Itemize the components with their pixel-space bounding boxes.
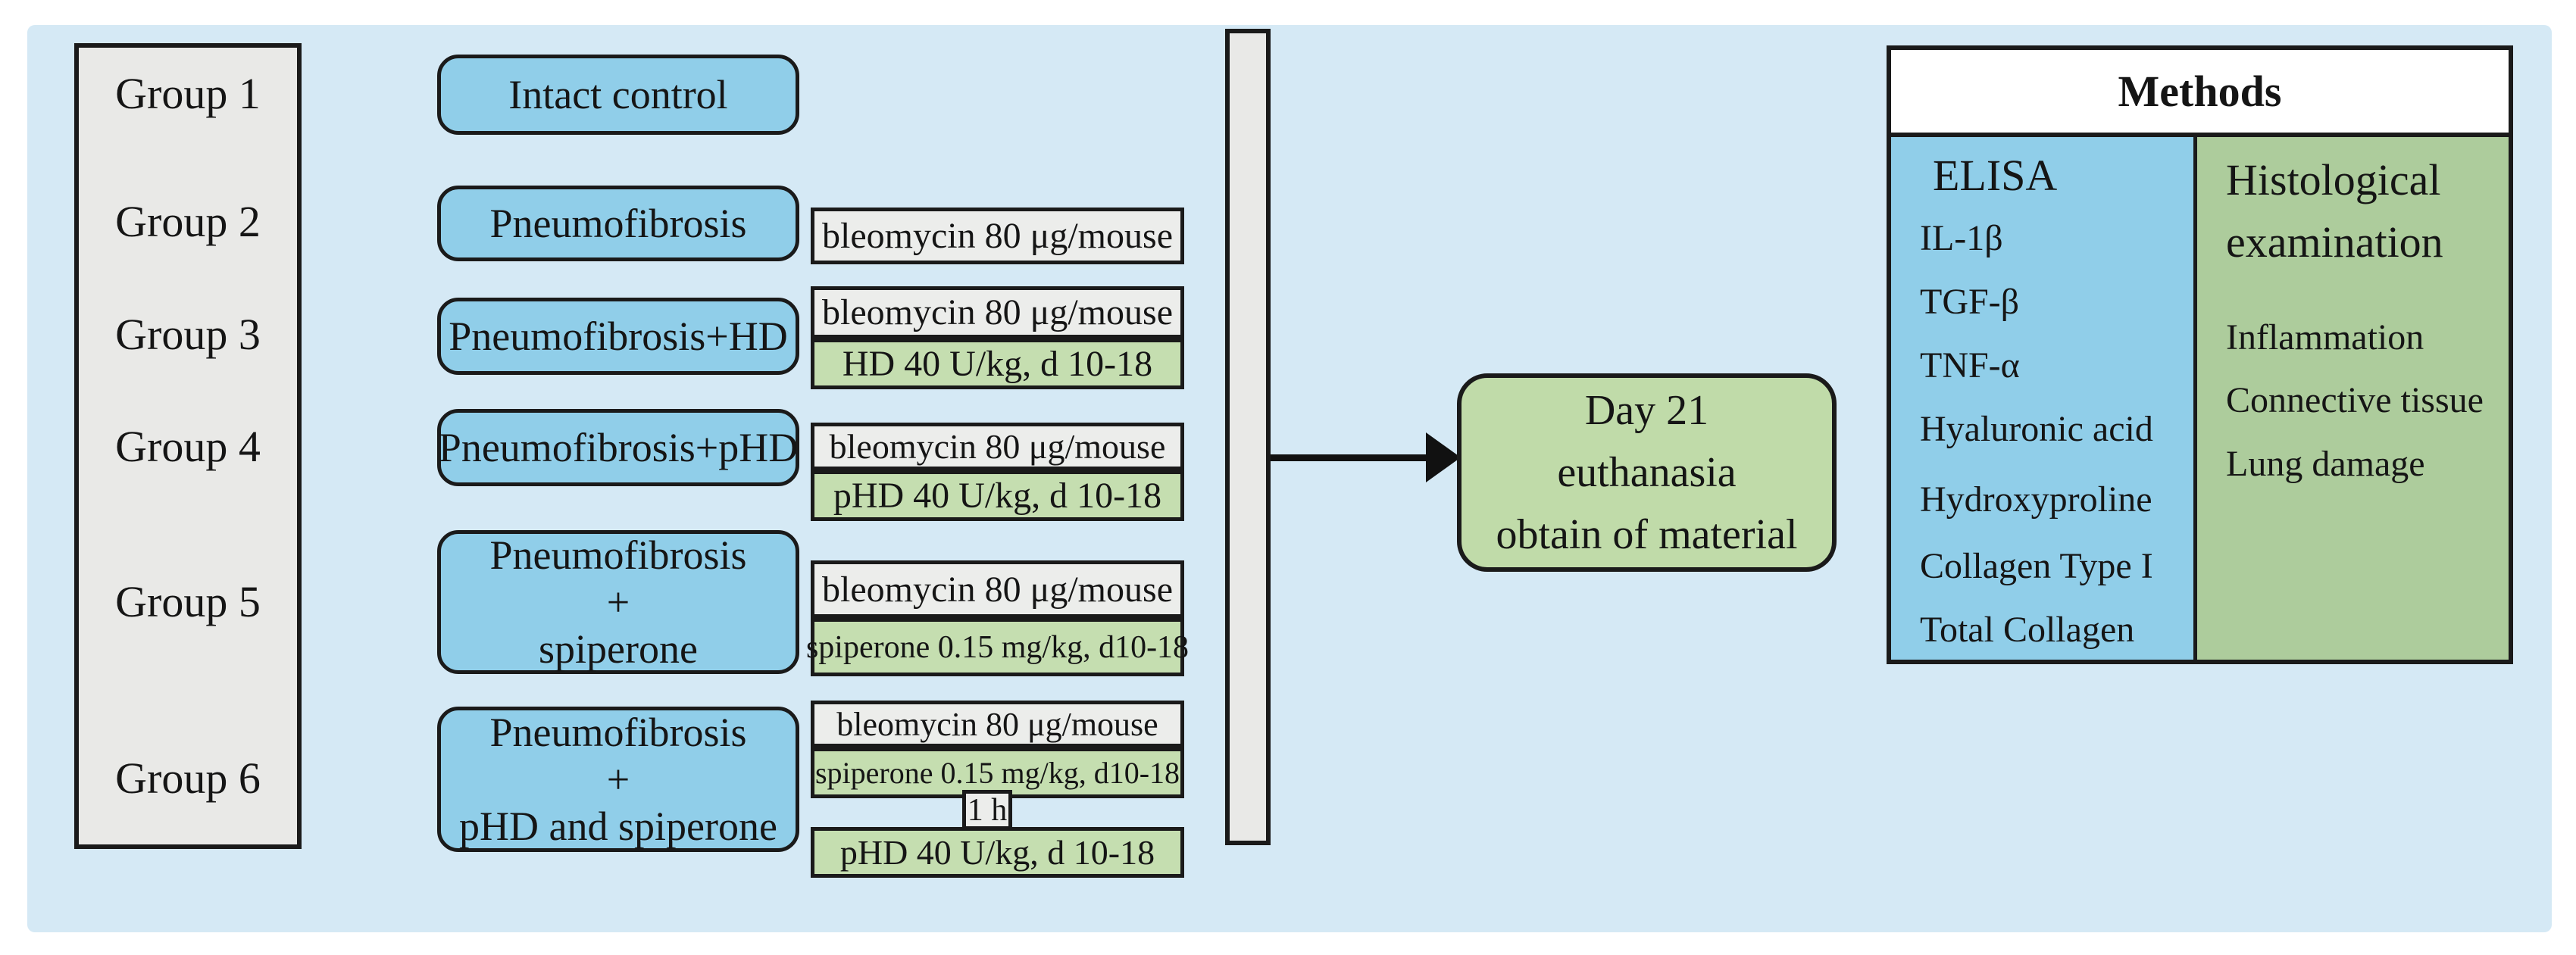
group-1-condition-box: Intact control — [437, 55, 799, 135]
histology-item-connective: Connective tissue — [2226, 380, 2484, 420]
elisa-item-hyaluronic: Hyaluronic acid — [1920, 409, 2153, 449]
methods-body: ELISA IL-1β TGF-β TNF-α Hyaluronic acid … — [1891, 137, 2509, 660]
group-4-condition-box: Pneumofibrosis+pHD — [437, 409, 799, 486]
elisa-item-tnfa: TNF-α — [1920, 345, 2020, 385]
group-4-bleomycin-box: bleomycin 80 μg/mouse — [811, 423, 1184, 470]
methods-title: Methods — [1891, 50, 2509, 137]
histology-column: Histological examination Inflammation Co… — [2197, 137, 2509, 660]
group-4-phd-box: pHD 40 U/kg, d 10-18 — [811, 470, 1184, 521]
elisa-item-total-collagen: Total Collagen — [1920, 610, 2135, 650]
group-6-label: Group 6 — [115, 754, 261, 803]
group-5-label: Group 5 — [115, 577, 261, 626]
group-5-condition-box: Pneumofibrosis + spiperone — [437, 530, 799, 674]
elisa-item-collagen-1: Collagen Type I — [1920, 546, 2153, 586]
elisa-item-tgfb: TGF-β — [1920, 282, 2020, 322]
methods-table: Methods ELISA IL-1β TGF-β TNF-α Hyaluron… — [1887, 45, 2513, 664]
arrow-head-icon — [1426, 432, 1461, 482]
group-5-bleomycin-box: bleomycin 80 μg/mouse — [811, 560, 1184, 618]
group-1-label: Group 1 — [115, 69, 261, 118]
groups-column — [74, 43, 302, 849]
group-4-label: Group 4 — [115, 422, 261, 471]
group-3-condition-box: Pneumofibrosis+HD — [437, 298, 799, 375]
group-3-bleomycin-box: bleomycin 80 μg/mouse — [811, 286, 1184, 339]
group-2-bleomycin-box: bleomycin 80 μg/mouse — [811, 208, 1184, 264]
group-2-condition-box: Pneumofibrosis — [437, 186, 799, 261]
group-2-label: Group 2 — [115, 197, 261, 246]
elisa-column: ELISA IL-1β TGF-β TNF-α Hyaluronic acid … — [1891, 137, 2197, 660]
elisa-item-hydroxyproline: Hydroxyproline — [1920, 479, 2152, 520]
group-3-hd-box: HD 40 U/kg, d 10-18 — [811, 339, 1184, 389]
collector-bar — [1225, 29, 1271, 845]
endpoint-box: Day 21 euthanasia obtain of material — [1457, 373, 1837, 572]
arrow-line — [1271, 454, 1428, 461]
elisa-item-il1b: IL-1β — [1920, 218, 2003, 258]
histology-item-inflammation: Inflammation — [2226, 317, 2424, 357]
group-6-condition-box: Pneumofibrosis + pHD and spiperone — [437, 707, 799, 852]
group-6-delay-box: 1 h — [962, 790, 1012, 830]
histology-item-lung-damage: Lung damage — [2226, 444, 2425, 484]
elisa-heading: ELISA — [1933, 151, 2058, 200]
histology-heading: Histological examination — [2226, 155, 2443, 267]
group-6-bleomycin-box: bleomycin 80 μg/mouse — [811, 701, 1184, 747]
group-6-phd-box: pHD 40 U/kg, d 10-18 — [811, 827, 1184, 878]
group-5-spiperone-box: spiperone 0.15 mg/kg, d10-18 — [806, 618, 1189, 676]
group-3-label: Group 3 — [115, 310, 261, 359]
